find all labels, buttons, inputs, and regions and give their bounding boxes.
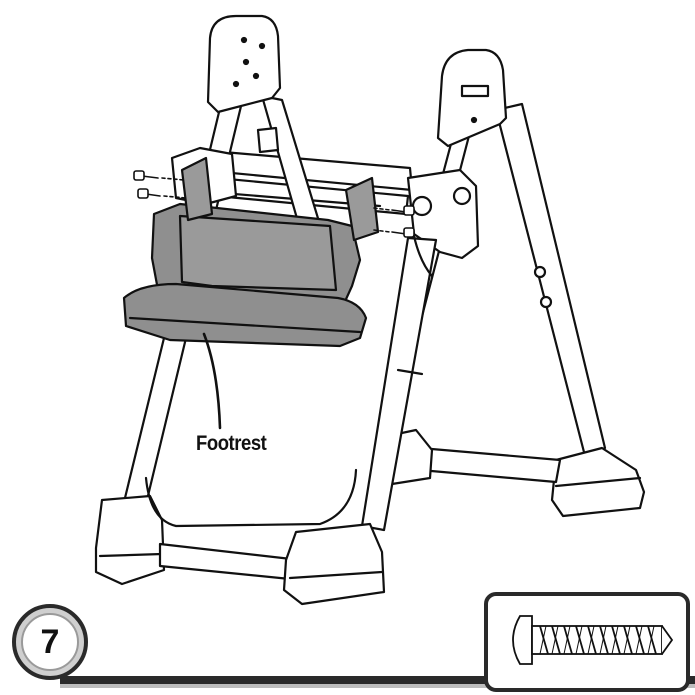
footrest-label: Footrest bbox=[196, 432, 267, 455]
footrest-leader-line bbox=[202, 332, 222, 430]
step-badge bbox=[12, 604, 88, 680]
front-frame bbox=[94, 14, 438, 606]
footrest-part bbox=[122, 156, 380, 348]
screws bbox=[133, 170, 415, 238]
strap bbox=[412, 234, 434, 278]
hinge-bracket-right bbox=[406, 168, 480, 260]
screw-detail-box bbox=[484, 592, 690, 692]
step-number: 7 bbox=[40, 623, 60, 661]
step-bar bbox=[60, 676, 695, 688]
screw-icon bbox=[512, 615, 674, 665]
